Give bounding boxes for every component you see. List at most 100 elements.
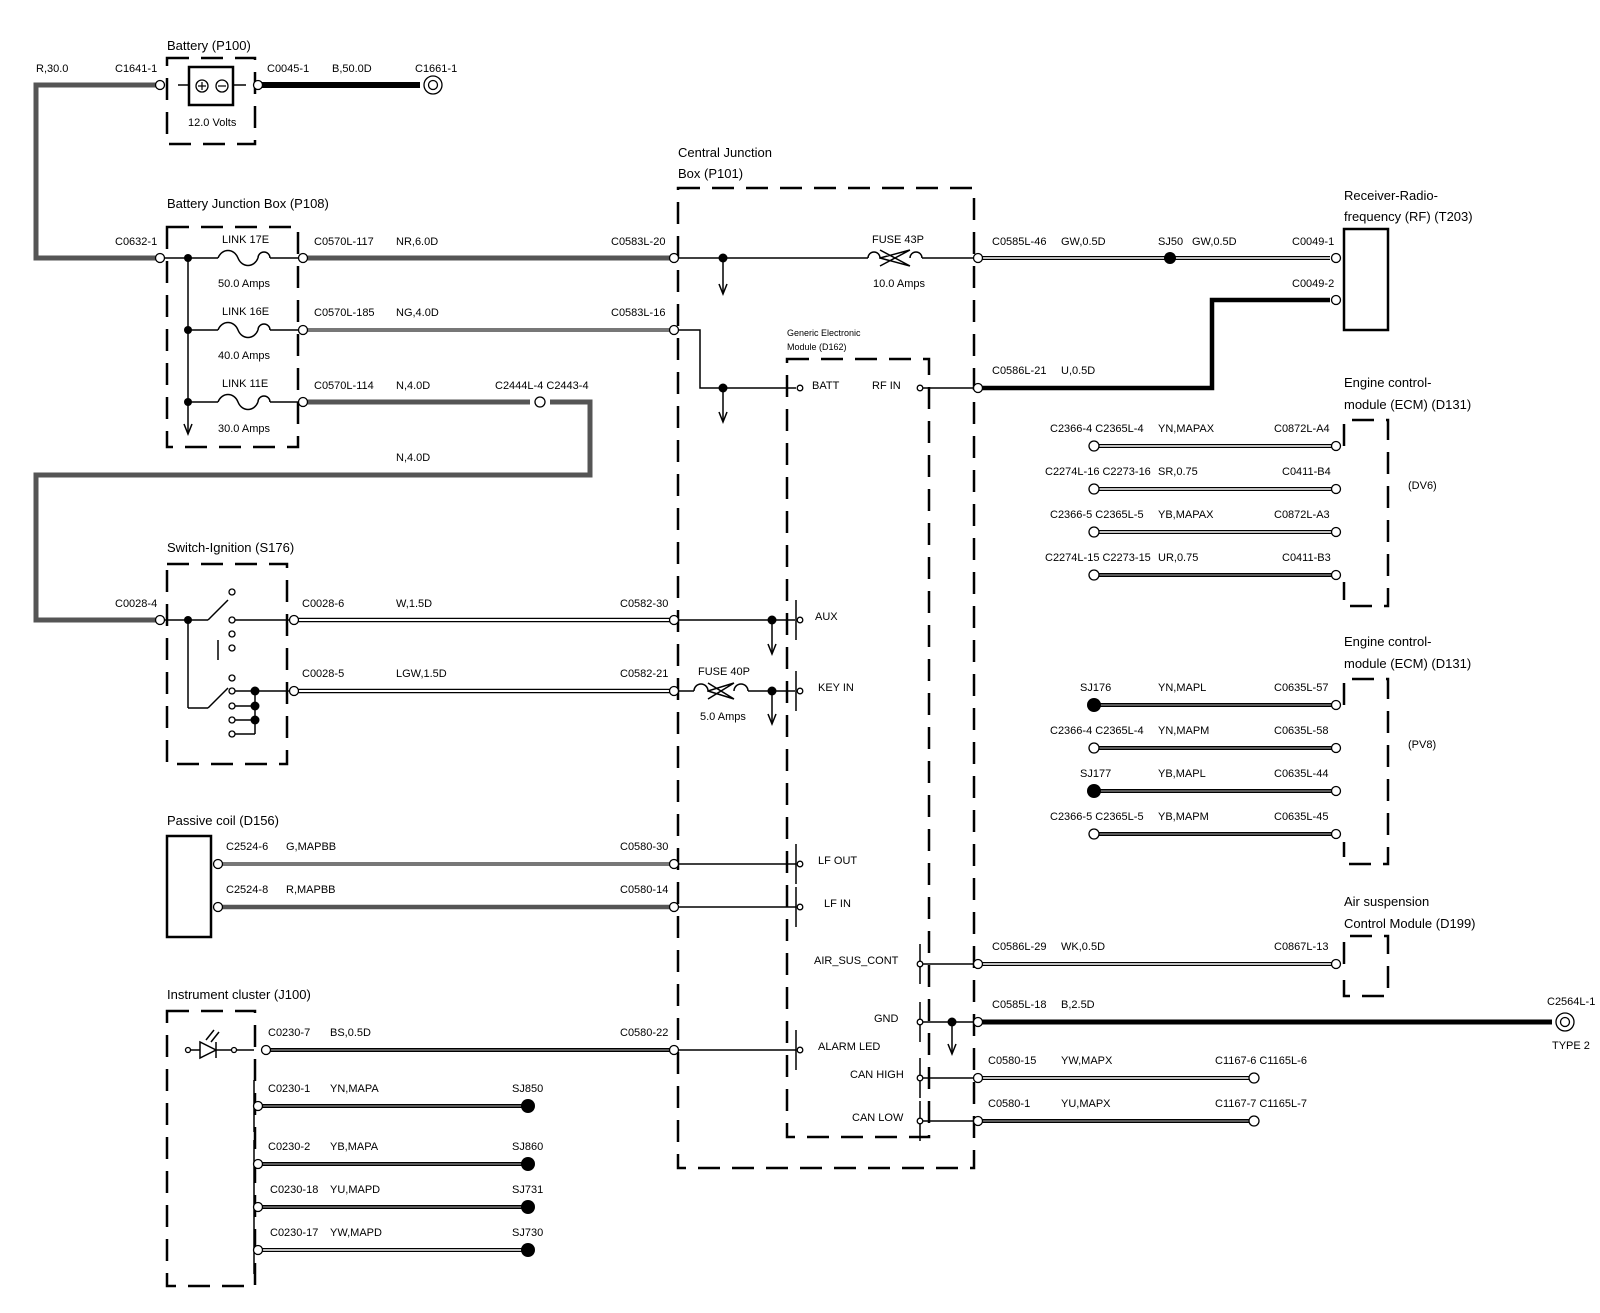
label-w-yumapd: YU,MAPD <box>330 1184 380 1196</box>
ground-eyelet-c2564-icon <box>1555 1012 1575 1032</box>
gem-title-line1: Generic Electronic <box>787 328 861 338</box>
battery-outline <box>165 56 257 146</box>
label-c0583-16: C0583L-16 <box>611 307 665 319</box>
air-suspension-module: Air suspension Control Module (D199) <box>1342 894 1476 998</box>
splice-sj850 <box>521 1099 535 1113</box>
label-ecm1-r4-b: C0411-B3 <box>1282 552 1331 564</box>
label-ecm1-r2-b: C0411-B4 <box>1282 466 1331 478</box>
label-c0580-30: C0580-30 <box>620 841 668 853</box>
label-c0580-22: C0580-22 <box>620 1027 668 1039</box>
air-susp-title-line1: Air suspension <box>1344 894 1429 909</box>
label-w-gw05a: GW,0.5D <box>1061 236 1106 248</box>
label-sj730: SJ730 <box>512 1227 543 1239</box>
ecm-dv6-title-line1: Engine control- <box>1344 375 1431 390</box>
label-w-ywmapd: YW,MAPD <box>330 1227 382 1239</box>
ecm-pv8: Engine control- module (ECM) (D131) (PV8… <box>1342 634 1471 866</box>
bjb-title: Battery Junction Box (P108) <box>167 196 329 211</box>
instrument-cluster: Instrument cluster (J100) <box>165 987 311 1288</box>
label-ecm2-r4-w: YB,MAPM <box>1158 811 1209 823</box>
label-w-wk05: WK,0.5D <box>1061 941 1105 953</box>
alarm-led-icon <box>184 1029 254 1060</box>
label-w-n4a: N,4.0D <box>396 380 430 392</box>
ecm-dv6-title-line2: module (ECM) (D131) <box>1344 397 1471 412</box>
label-c0632: C0632-1 <box>115 236 157 248</box>
gem-pin-rf-in: RF IN <box>872 380 901 392</box>
ecm-dv6-outline <box>1342 418 1390 608</box>
label-w-ynmapa: YN,MAPA <box>330 1083 379 1095</box>
label-c0570-114: C0570L-114 <box>314 380 374 392</box>
fuse-43p-rating: 10.0 Amps <box>873 278 925 290</box>
fuse-43p-icon <box>867 249 923 267</box>
passive-coil: Passive coil (D156) <box>165 813 279 939</box>
splice-sj177 <box>1087 784 1101 798</box>
fuse-link11e-rating: 30.0 Amps <box>218 423 270 435</box>
internal-lines <box>678 257 978 1122</box>
wire-r30 <box>33 82 156 261</box>
label-ecm2-r2-w: YN,MAPM <box>1158 725 1209 737</box>
fuse-40p-rating: 5.0 Amps <box>700 711 746 723</box>
gem-pin-air-sus-cont: AIR_SUS_CONT <box>814 955 899 967</box>
fuse-40p-icon <box>693 682 749 700</box>
passive-coil-body <box>165 834 213 939</box>
cluster-outline <box>165 1009 257 1288</box>
central-junction-box: Central Junction Box (P101) FUSE 43P 10.… <box>676 145 976 1170</box>
fuse-40p-name: FUSE 40P <box>698 666 750 678</box>
label-c0585-18: C0585L-18 <box>992 999 1046 1011</box>
battery-title: Battery (P100) <box>167 38 251 53</box>
label-c2444: C2444L-4 C2443-4 <box>495 380 589 392</box>
label-w-ybmapa: YB,MAPA <box>330 1141 379 1153</box>
label-ecm2-r4-b: C0635L-45 <box>1274 811 1328 823</box>
label-c0230-7: C0230-7 <box>268 1027 310 1039</box>
ground-eyelet-c1661-icon <box>423 75 443 95</box>
label-c0028-6: C0028-6 <box>302 598 344 610</box>
fuse-link17e-icon <box>217 249 271 267</box>
receiver-rf: Receiver-Radio- frequency (RF) (T203) <box>1342 188 1473 332</box>
cjb-outline <box>676 186 976 1170</box>
gem-pin-gnd: GND <box>874 1013 899 1025</box>
label-ecm1-r2-a: C2274L-16 C2273-16 <box>1045 466 1151 478</box>
gem-pin-can-high: CAN HIGH <box>850 1069 904 1081</box>
label-ecm2-r4-a: C2366-5 C2365L-5 <box>1050 811 1144 823</box>
label-ecm2-r1-a: SJ176 <box>1080 682 1111 694</box>
gem-pin-aux: AUX <box>815 611 838 623</box>
label-c0582-30: C0582-30 <box>620 598 668 610</box>
label-ecm2-r2-a: C2366-4 C2365L-4 <box>1050 725 1144 737</box>
air-susp-title-line2: Control Module (D199) <box>1344 916 1476 931</box>
fuse-43p-name: FUSE 43P <box>872 234 924 246</box>
label-c0045: C0045-1 <box>267 63 309 75</box>
label-c2524-6: C2524-6 <box>226 841 268 853</box>
cjb-title-line2: Box (P101) <box>678 166 743 181</box>
terminals <box>154 79 1342 1256</box>
cjb-title-line1: Central Junction <box>678 145 772 160</box>
receiver-body <box>1342 227 1390 332</box>
label-w-ng4: NG,4.0D <box>396 307 439 319</box>
gem-pin-can-low: CAN LOW <box>852 1112 904 1124</box>
splice-sj730 <box>521 1243 535 1257</box>
label-c0230-1: C0230-1 <box>268 1083 310 1095</box>
bjb-outline <box>165 225 300 449</box>
ecm-pv8-title-line2: module (ECM) (D131) <box>1344 656 1471 671</box>
battery-junction-box: Battery Junction Box (P108) LINK 17E 50.… <box>164 196 329 449</box>
label-ecm2-r1-b: C0635L-57 <box>1274 682 1328 694</box>
label-ecm2-r3-a: SJ177 <box>1080 768 1111 780</box>
wires-ecm-pv8 <box>1090 703 1336 836</box>
wire-n4b <box>33 399 593 623</box>
generic-electronic-module: Generic Electronic Module (D162) BATT RF… <box>785 328 931 1141</box>
wires <box>33 82 1552 1274</box>
splice-sj50 <box>1164 252 1176 264</box>
ecm-pv8-variant: (PV8) <box>1408 739 1436 751</box>
label-w-rmapbb: R,MAPBB <box>286 884 336 896</box>
label-ecm1-r4-a: C2274L-15 C2273-15 <box>1045 552 1151 564</box>
label-w-b50: B,50.0D <box>332 63 372 75</box>
gem-pin-lf-out: LF OUT <box>818 855 857 867</box>
label-c0586-21: C0586L-21 <box>992 365 1046 377</box>
ground-c2564-connector: C2564L-1 <box>1547 996 1595 1008</box>
ignition-switch: Switch-Ignition (S176) <box>164 540 298 766</box>
label-c0570-185: C0570L-185 <box>314 307 375 319</box>
label-c0867-13: C0867L-13 <box>1274 941 1328 953</box>
wires-ecm-dv6 <box>1090 444 1336 577</box>
label-ecm2-r3-w: YB,MAPL <box>1158 768 1206 780</box>
label-c0580-14: C0580-14 <box>620 884 668 896</box>
label-c0230-2: C0230-2 <box>268 1141 310 1153</box>
